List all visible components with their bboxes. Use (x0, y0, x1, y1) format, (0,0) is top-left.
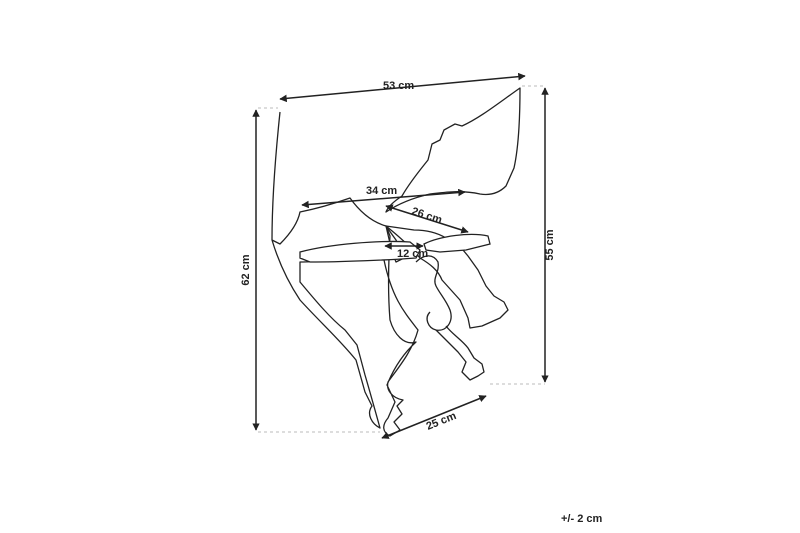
height-total-label: 62 cm (240, 254, 252, 285)
depth-total-label: 55 cm (544, 229, 556, 260)
base-depth-arrow (381, 395, 487, 439)
shelf-depth-label: 26 cm (410, 205, 444, 226)
dimension-lines (252, 72, 549, 439)
tolerance-note: +/- 2 cm (561, 513, 603, 525)
width-total-label: 53 cm (383, 80, 414, 92)
shelf-width-arrow (301, 188, 466, 209)
width-total-arrow (279, 72, 526, 103)
shelf-width-label: 34 cm (366, 185, 397, 197)
lower-body-outline (435, 325, 485, 381)
shelf-depth-arrow (385, 204, 469, 234)
shelf-inner-label: 12 cm (397, 248, 428, 260)
extension-guides (258, 85, 545, 433)
left-wing-outline (271, 111, 419, 437)
body-swirl (415, 255, 452, 331)
